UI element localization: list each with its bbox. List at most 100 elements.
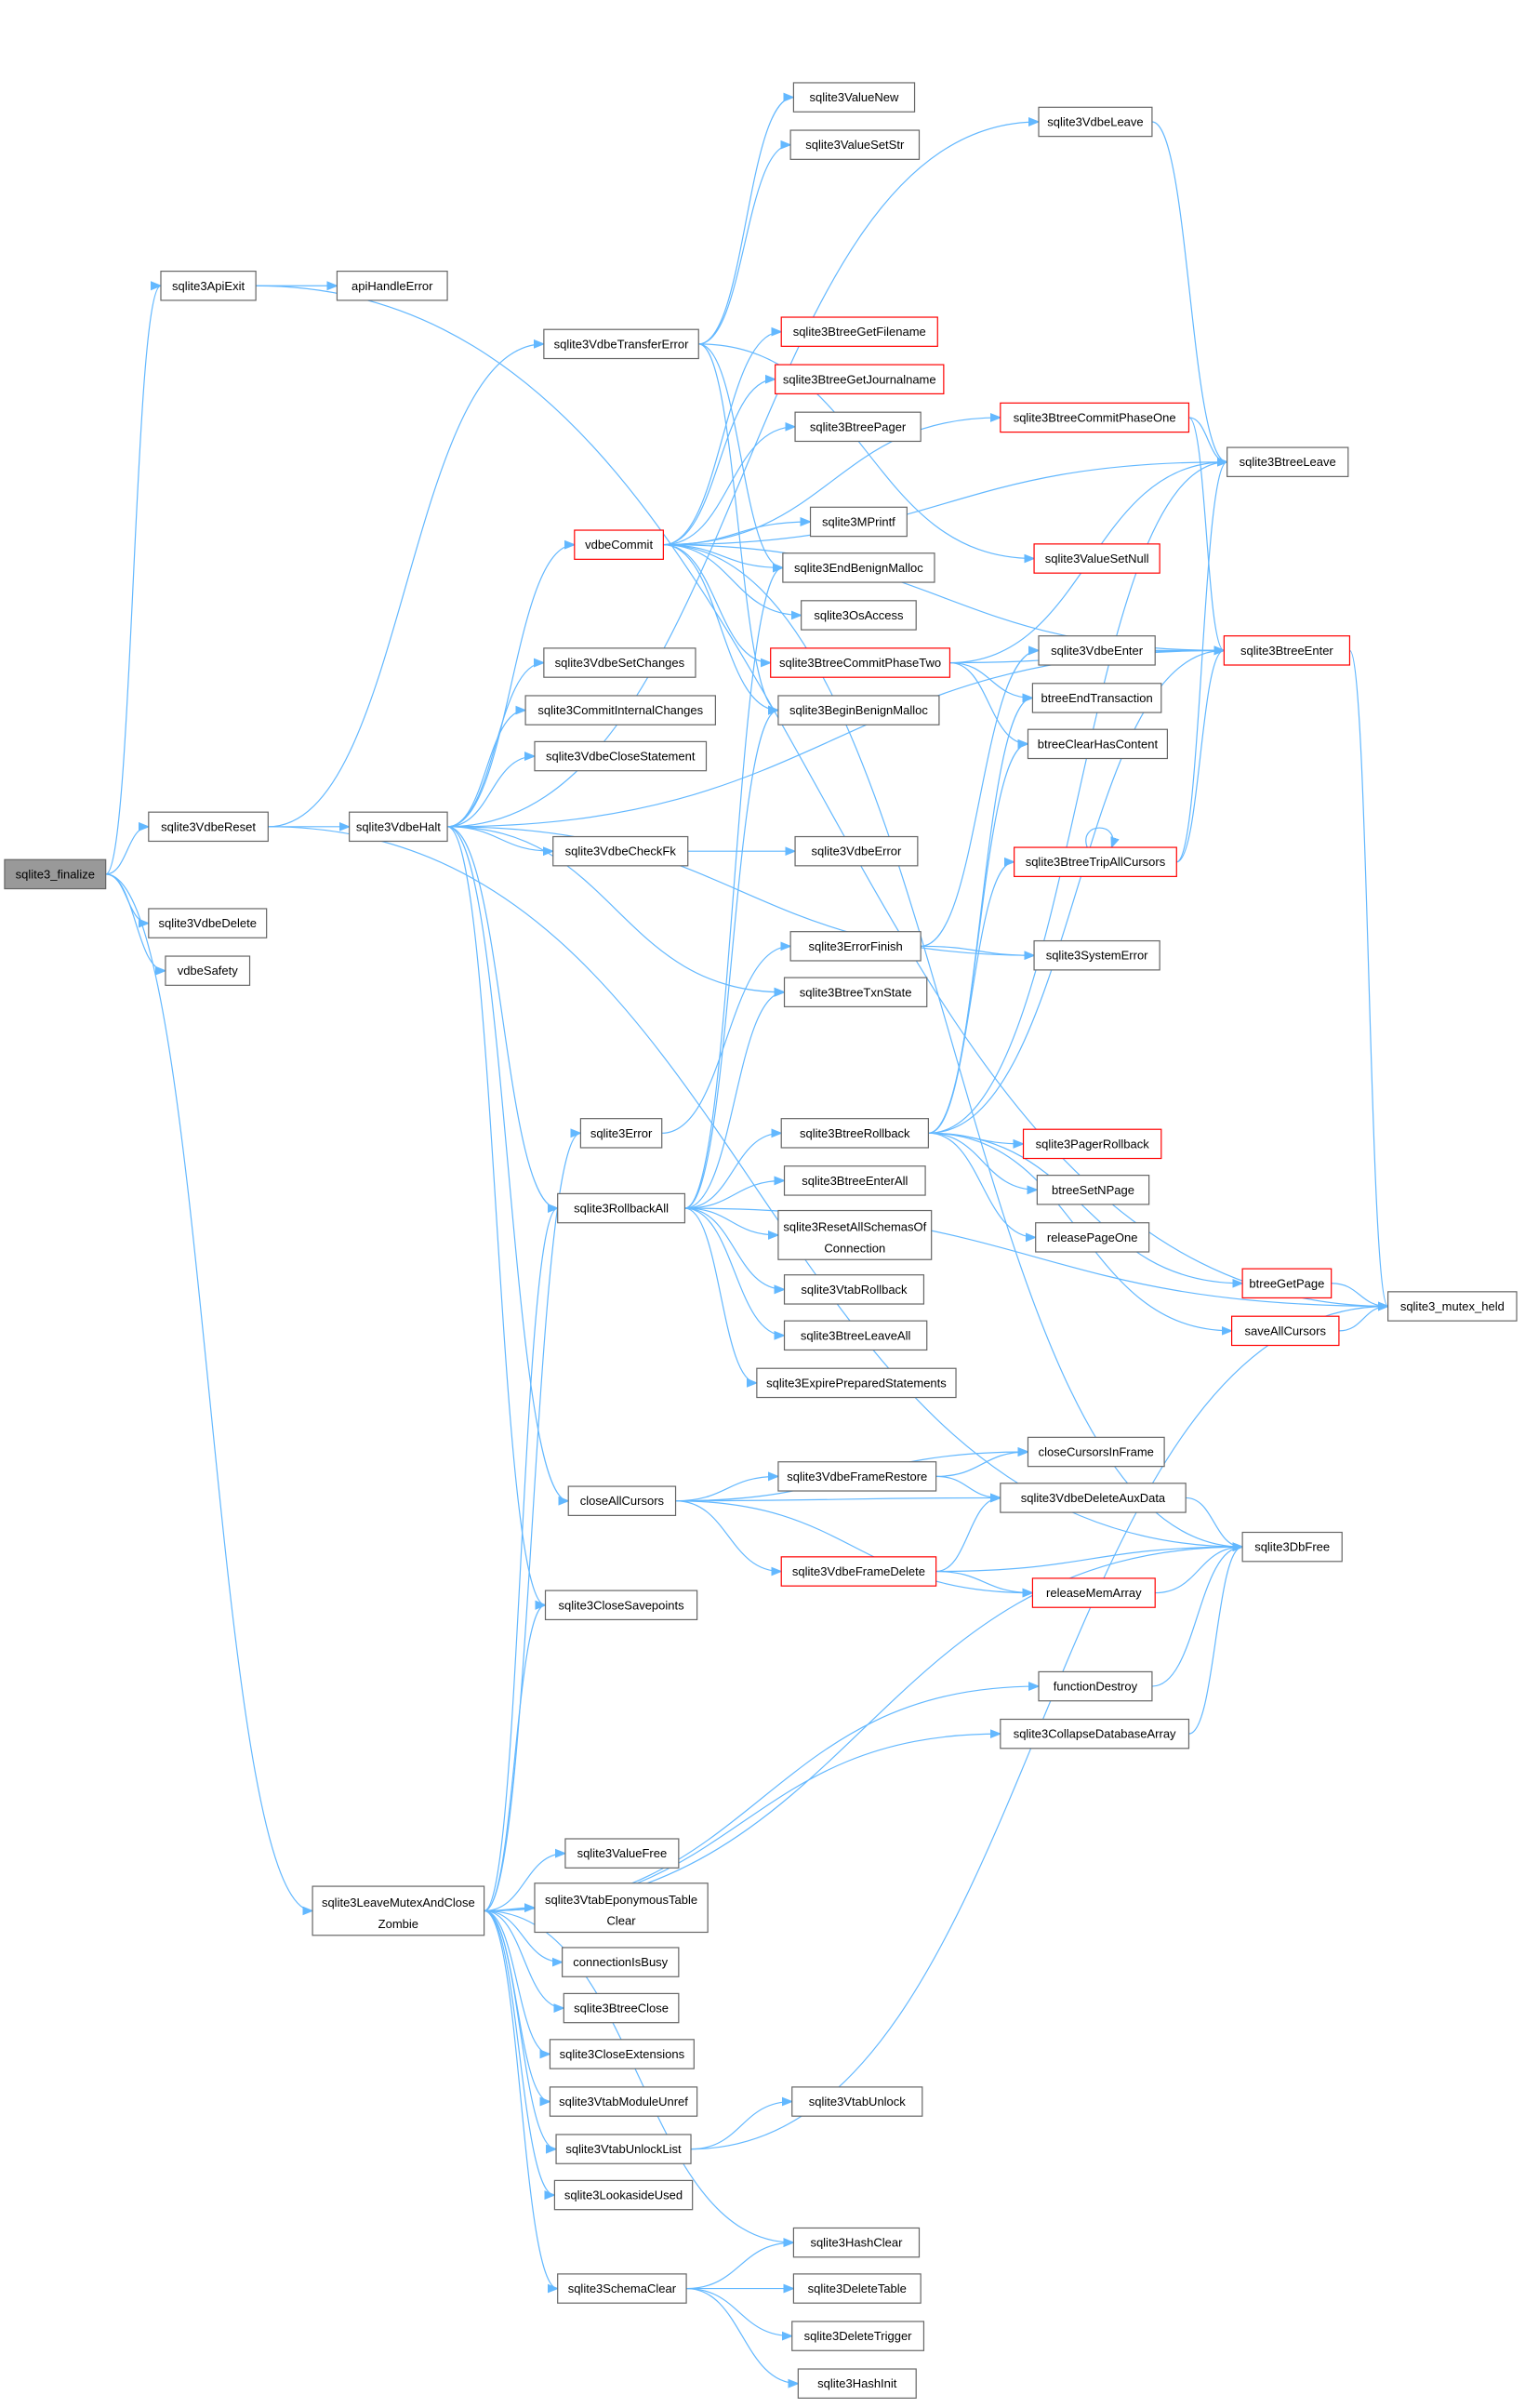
- node-sqlite3EndBenignMalloc[interactable]: sqlite3EndBenignMalloc: [782, 552, 935, 583]
- node-box-sqlite3VdbeDeleteAuxData: [1000, 1483, 1187, 1513]
- node-sqlite3BtreeEnterAll[interactable]: sqlite3BtreeEnterAll: [783, 1165, 926, 1196]
- node-sqlite3VdbeReset[interactable]: sqlite3VdbeReset: [148, 811, 269, 843]
- node-btreeGetPage[interactable]: btreeGetPage: [1241, 1268, 1333, 1299]
- node-label-sqlite3VtabRollback: sqlite3VtabRollback: [801, 1283, 908, 1297]
- node-functionDestroy[interactable]: functionDestroy: [1038, 1670, 1153, 1702]
- node-sqlite3BtreeRollback[interactable]: sqlite3BtreeRollback: [780, 1118, 929, 1149]
- node-sqlite3VdbeFrameDelete[interactable]: sqlite3VdbeFrameDelete: [780, 1556, 937, 1587]
- edge-sqlite3VdbeFrameDelete-to-sqlite3DbFree: [935, 1547, 1243, 1573]
- node-sqlite3BtreeEnter[interactable]: sqlite3BtreeEnter: [1223, 635, 1351, 666]
- node-sqlite3ValueSetStr[interactable]: sqlite3ValueSetStr: [789, 129, 921, 160]
- node-sqlite3VdbeSetChanges[interactable]: sqlite3VdbeSetChanges: [543, 647, 696, 678]
- node-label-sqlite3VdbeDelete: sqlite3VdbeDelete: [158, 916, 257, 930]
- node-label-sqlite3EndBenignMalloc: sqlite3EndBenignMalloc: [794, 561, 923, 575]
- node-btreeEndTransaction[interactable]: btreeEndTransaction: [1031, 683, 1162, 713]
- node-label-sqlite3BtreePager: sqlite3BtreePager: [810, 419, 907, 433]
- node-sqlite3RollbackAll[interactable]: sqlite3RollbackAll: [557, 1192, 686, 1224]
- node-releasePageOne[interactable]: releasePageOne: [1035, 1222, 1150, 1253]
- node-label-line2-sqlite3VtabEponymousTableClear: Clear: [607, 1914, 637, 1928]
- node-sqlite3BtreeLeaveAll[interactable]: sqlite3BtreeLeaveAll: [783, 1320, 928, 1351]
- node-label-releasePageOne: releasePageOne: [1047, 1231, 1138, 1244]
- node-sqlite3VdbeTransferError[interactable]: sqlite3VdbeTransferError: [543, 328, 699, 360]
- node-sqlite3VtabModuleUnref[interactable]: sqlite3VtabModuleUnref: [549, 2086, 698, 2117]
- edge-sqlite3VdbeFrameRestore-to-closeCursorsInFrame: [935, 1452, 1028, 1477]
- node-sqlite3ApiExit[interactable]: sqlite3ApiExit: [160, 271, 257, 301]
- node-vdbeSafety[interactable]: vdbeSafety: [165, 955, 251, 986]
- node-vdbeCommit[interactable]: vdbeCommit: [574, 529, 664, 560]
- node-label-sqlite3VdbeSetChanges: sqlite3VdbeSetChanges: [555, 656, 685, 670]
- node-sqlite3BtreeTripAllCursors[interactable]: sqlite3BtreeTripAllCursors: [1014, 846, 1177, 877]
- node-sqlite3VdbeError[interactable]: sqlite3VdbeError: [794, 835, 919, 867]
- edge-sqlite3RollbackAll-to-sqlite3ExpirePreparedStatements: [684, 1207, 757, 1383]
- node-sqlite3MPrintf[interactable]: sqlite3MPrintf: [809, 506, 908, 538]
- node-saveAllCursors[interactable]: saveAllCursors: [1230, 1315, 1340, 1347]
- node-sqlite3ValueNew[interactable]: sqlite3ValueNew: [792, 82, 916, 113]
- node-sqlite3_mutex_held[interactable]: sqlite3_mutex_held: [1387, 1291, 1518, 1322]
- node-label-sqlite3ValueFree: sqlite3ValueFree: [577, 1846, 668, 1860]
- node-sqlite3VtabUnlockList[interactable]: sqlite3VtabUnlockList: [555, 2134, 692, 2164]
- node-sqlite3SchemaClear[interactable]: sqlite3SchemaClear: [557, 2273, 687, 2304]
- node-sqlite3BtreeGetFilename[interactable]: sqlite3BtreeGetFilename: [780, 316, 938, 347]
- node-sqlite3HashInit[interactable]: sqlite3HashInit: [797, 2368, 917, 2399]
- node-box-sqlite3ErrorFinish: [789, 931, 922, 962]
- node-sqlite3VtabUnlock[interactable]: sqlite3VtabUnlock: [791, 2086, 923, 2117]
- node-label-sqlite3HashClear: sqlite3HashClear: [810, 2236, 903, 2250]
- node-apiHandleError[interactable]: apiHandleError: [336, 271, 448, 301]
- node-sqlite3BtreeTxnState[interactable]: sqlite3BtreeTxnState: [783, 977, 928, 1008]
- node-label-sqlite3VdbeHalt: sqlite3VdbeHalt: [356, 819, 441, 833]
- node-label-sqlite3SchemaClear: sqlite3SchemaClear: [568, 2282, 677, 2295]
- node-sqlite3DeleteTrigger[interactable]: sqlite3DeleteTrigger: [791, 2321, 925, 2351]
- node-sqlite3CollapseDatabaseArray[interactable]: sqlite3CollapseDatabaseArray: [1000, 1718, 1190, 1749]
- node-btreeClearHasContent[interactable]: btreeClearHasContent: [1027, 728, 1168, 760]
- node-sqlite3CloseSavepoints[interactable]: sqlite3CloseSavepoints: [544, 1590, 698, 1621]
- edge-closeAllCursors-to-sqlite3VdbeDeleteAuxData: [675, 1497, 1001, 1500]
- node-sqlite3VtabRollback[interactable]: sqlite3VtabRollback: [783, 1274, 925, 1305]
- node-label-sqlite3MPrintf: sqlite3MPrintf: [822, 514, 895, 528]
- node-sqlite3VdbeEnter[interactable]: sqlite3VdbeEnter: [1038, 635, 1156, 666]
- node-sqlite3ValueFree[interactable]: sqlite3ValueFree: [564, 1838, 680, 1869]
- node-sqlite3OsAccess[interactable]: sqlite3OsAccess: [801, 600, 917, 631]
- node-btreeSetNPage[interactable]: btreeSetNPage: [1036, 1175, 1150, 1205]
- node-label-sqlite3DbFree: sqlite3DbFree: [1254, 1540, 1330, 1554]
- node-box-sqlite3BtreeGetJournalname: [775, 364, 945, 395]
- node-sqlite3ErrorFinish[interactable]: sqlite3ErrorFinish: [789, 931, 922, 962]
- node-connectionIsBusy[interactable]: connectionIsBusy: [562, 1947, 680, 1977]
- node-sqlite3HashClear[interactable]: sqlite3HashClear: [792, 2227, 921, 2258]
- node-closeCursorsInFrame[interactable]: closeCursorsInFrame: [1027, 1436, 1165, 1468]
- node-sqlite3VdbeFrameRestore[interactable]: sqlite3VdbeFrameRestore: [777, 1461, 937, 1492]
- node-sqlite3CommitInternalChanges[interactable]: sqlite3CommitInternalChanges: [524, 695, 716, 725]
- edge-sqlite3VdbeTransferError-to-sqlite3ValueNew: [698, 98, 793, 345]
- node-sqlite3BtreeGetJournalname[interactable]: sqlite3BtreeGetJournalname: [775, 364, 945, 395]
- node-closeAllCursors[interactable]: closeAllCursors: [567, 1485, 677, 1516]
- node-sqlite3BtreeCommitPhaseOne[interactable]: sqlite3BtreeCommitPhaseOne: [1000, 402, 1190, 433]
- node-sqlite3VdbeLeave[interactable]: sqlite3VdbeLeave: [1038, 106, 1153, 138]
- node-sqlite3SystemError[interactable]: sqlite3SystemError: [1033, 939, 1160, 971]
- node-sqlite3LookasideUsed[interactable]: sqlite3LookasideUsed: [553, 2179, 694, 2211]
- node-sqlite3VdbeCloseStatement[interactable]: sqlite3VdbeCloseStatement: [534, 740, 708, 772]
- node-sqlite3DbFree[interactable]: sqlite3DbFree: [1241, 1531, 1343, 1563]
- node-sqlite3BtreeLeave[interactable]: sqlite3BtreeLeave: [1227, 446, 1349, 477]
- node-sqlite3VdbeDelete[interactable]: sqlite3VdbeDelete: [148, 908, 268, 938]
- node-sqlite3DeleteTable[interactable]: sqlite3DeleteTable: [792, 2273, 922, 2304]
- node-label-sqlite3VdbeCloseStatement: sqlite3VdbeCloseStatement: [546, 750, 696, 764]
- node-sqlite3BtreeClose[interactable]: sqlite3BtreeClose: [563, 1992, 680, 2024]
- node-sqlite3_finalize[interactable]: sqlite3_finalize: [4, 858, 107, 890]
- node-label-connectionIsBusy: connectionIsBusy: [573, 1955, 668, 1969]
- node-sqlite3VdbeDeleteAuxData[interactable]: sqlite3VdbeDeleteAuxData: [1000, 1483, 1187, 1513]
- node-sqlite3Error[interactable]: sqlite3Error: [579, 1118, 663, 1149]
- node-sqlite3ValueSetNull[interactable]: sqlite3ValueSetNull: [1033, 543, 1160, 574]
- node-sqlite3BtreeCommitPhaseTwo[interactable]: sqlite3BtreeCommitPhaseTwo: [770, 647, 951, 678]
- edge-sqlite3BtreeRollback-to-sqlite3BtreeTripAllCursors: [928, 862, 1014, 1134]
- node-sqlite3BtreePager[interactable]: sqlite3BtreePager: [794, 411, 922, 443]
- node-sqlite3CloseExtensions[interactable]: sqlite3CloseExtensions: [549, 2039, 695, 2069]
- node-sqlite3VdbeHalt[interactable]: sqlite3VdbeHalt: [349, 811, 448, 843]
- node-releaseMemArray[interactable]: releaseMemArray: [1031, 1577, 1156, 1608]
- node-sqlite3VdbeCheckFk[interactable]: sqlite3VdbeCheckFk: [552, 835, 689, 867]
- node-sqlite3BeginBenignMalloc[interactable]: sqlite3BeginBenignMalloc: [777, 695, 940, 725]
- node-sqlite3PagerRollback[interactable]: sqlite3PagerRollback: [1022, 1128, 1162, 1160]
- node-sqlite3ExpirePreparedStatements[interactable]: sqlite3ExpirePreparedStatements: [756, 1367, 957, 1399]
- node-label-sqlite3BtreeLeaveAll: sqlite3BtreeLeaveAll: [801, 1328, 911, 1342]
